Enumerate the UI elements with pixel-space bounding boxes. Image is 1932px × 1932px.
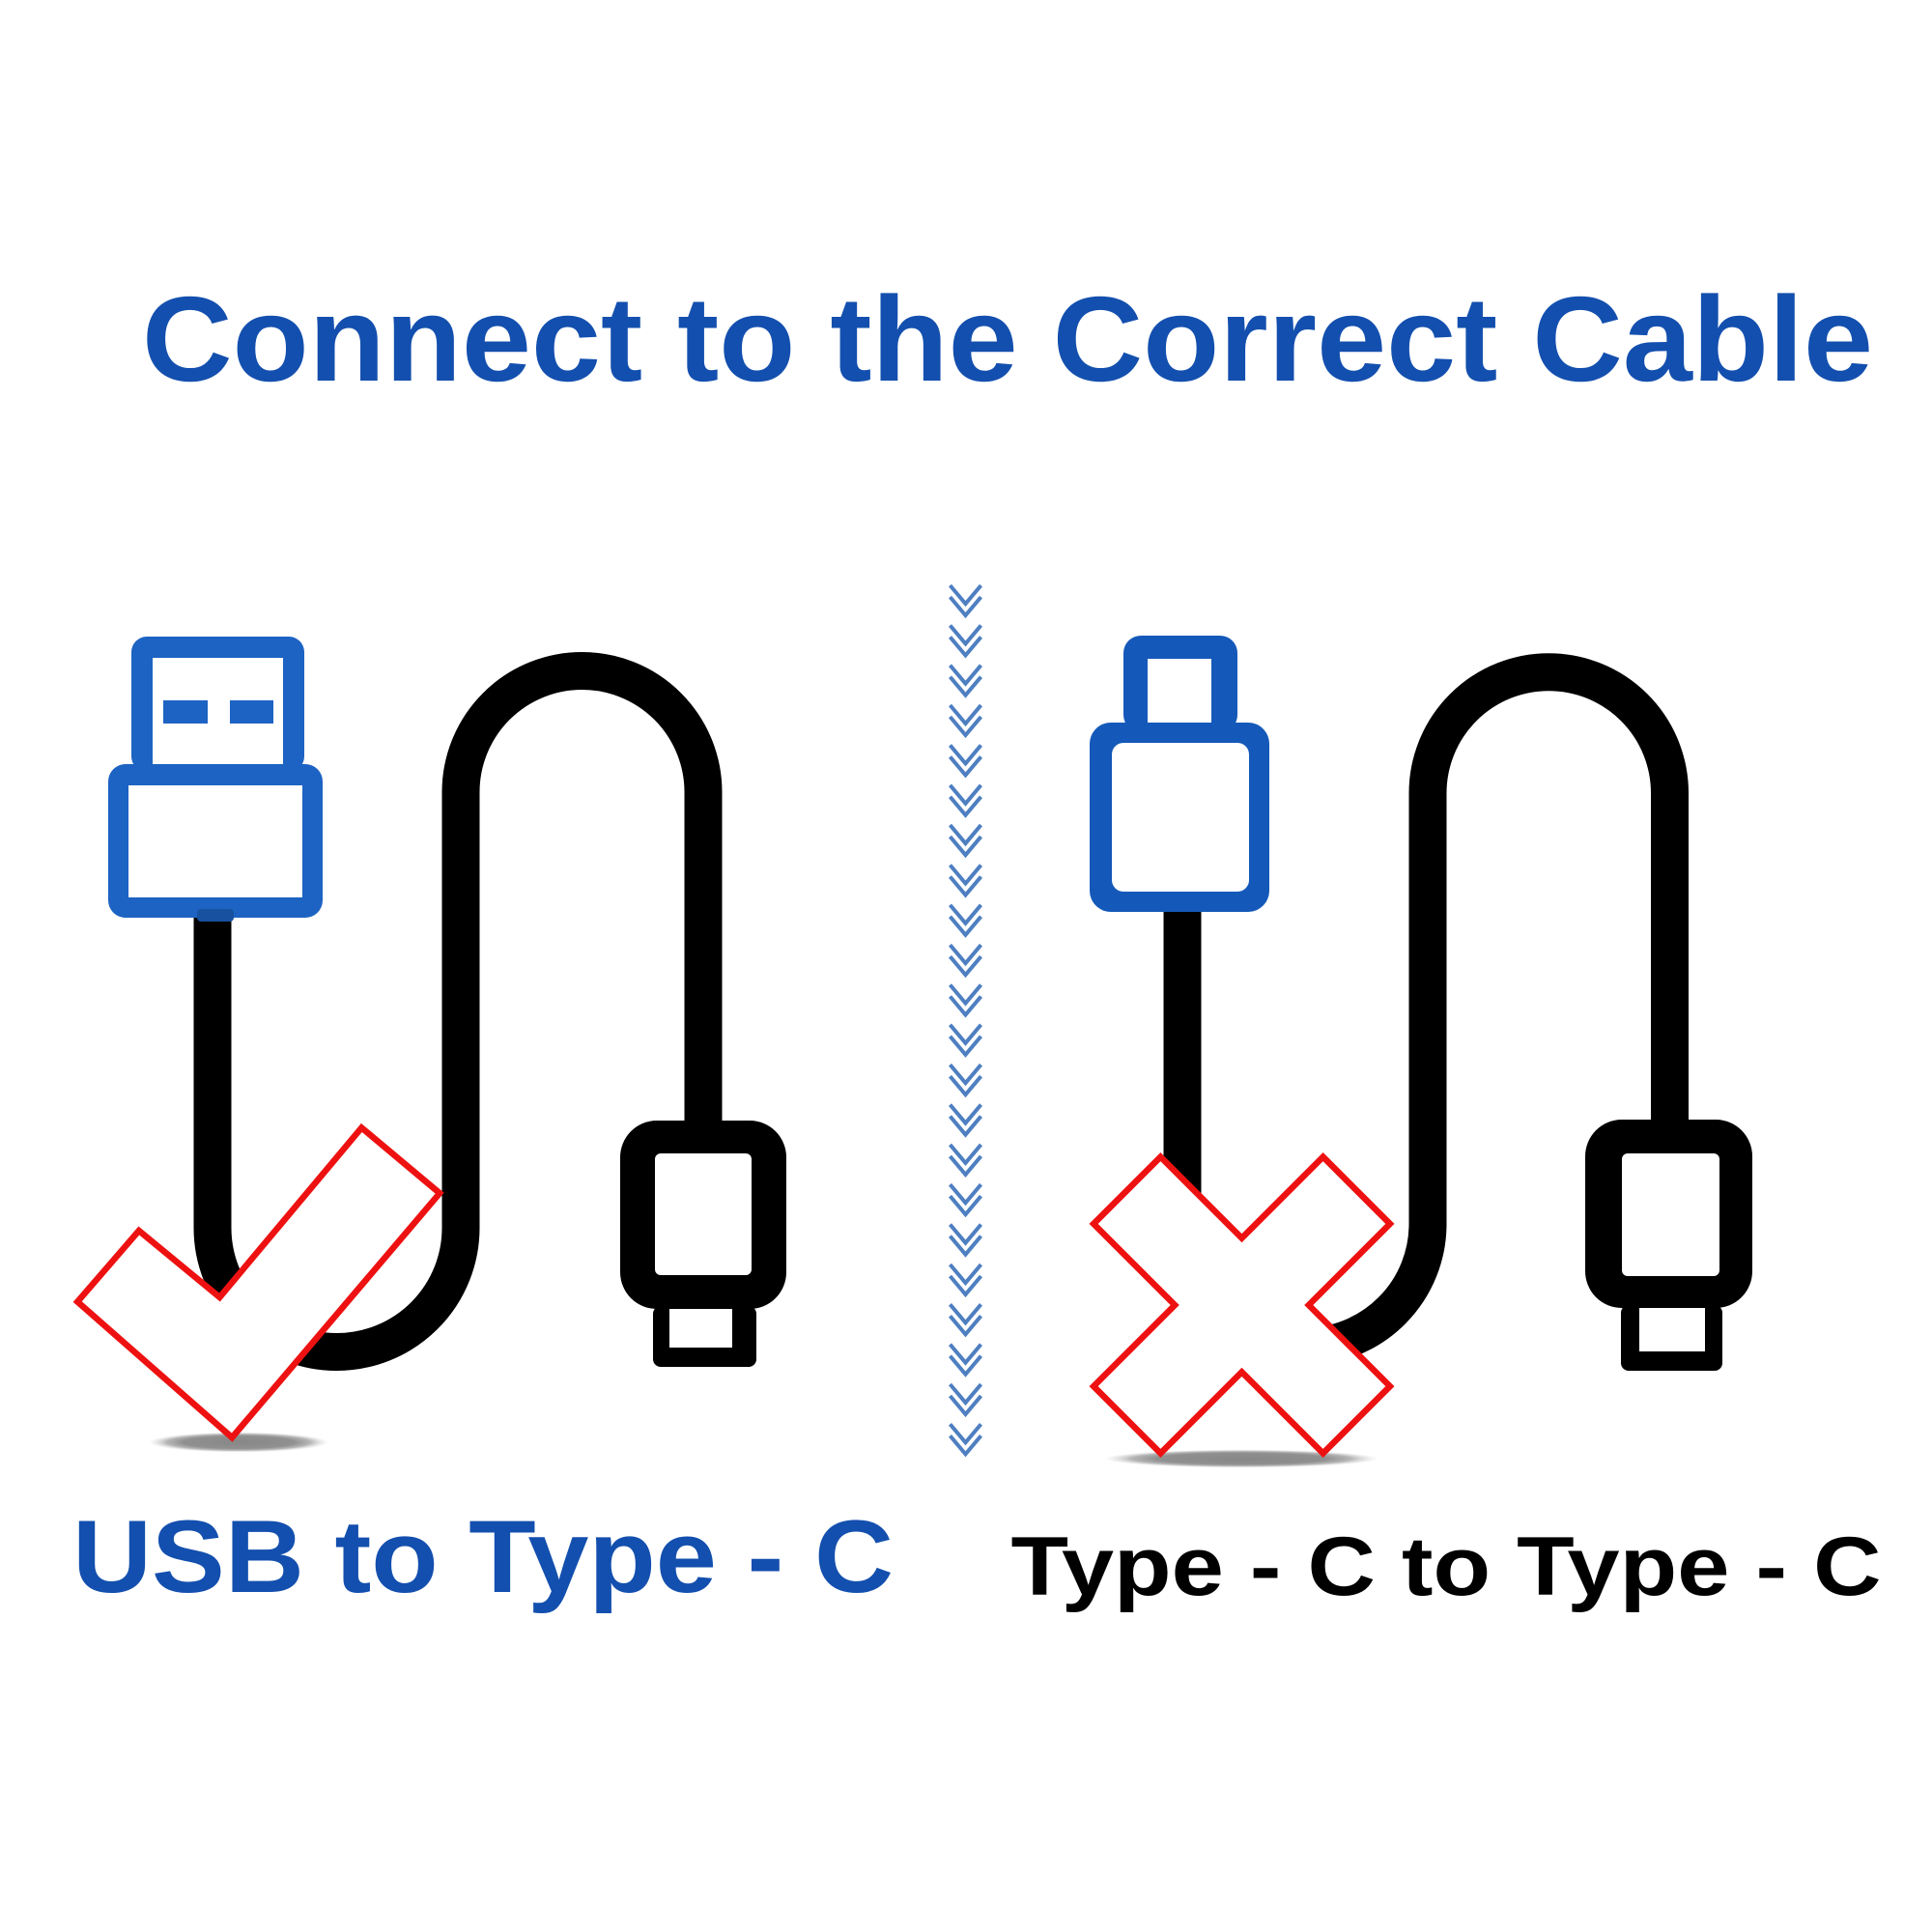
- svg-text:USB to Type - C: USB to Type - C: [72, 1498, 894, 1614]
- svg-text:Type - C to Type - C: Type - C to Type - C: [1011, 1520, 1882, 1613]
- svg-text:Connect to the Correct Cable: Connect to the Correct Cable: [142, 272, 1873, 407]
